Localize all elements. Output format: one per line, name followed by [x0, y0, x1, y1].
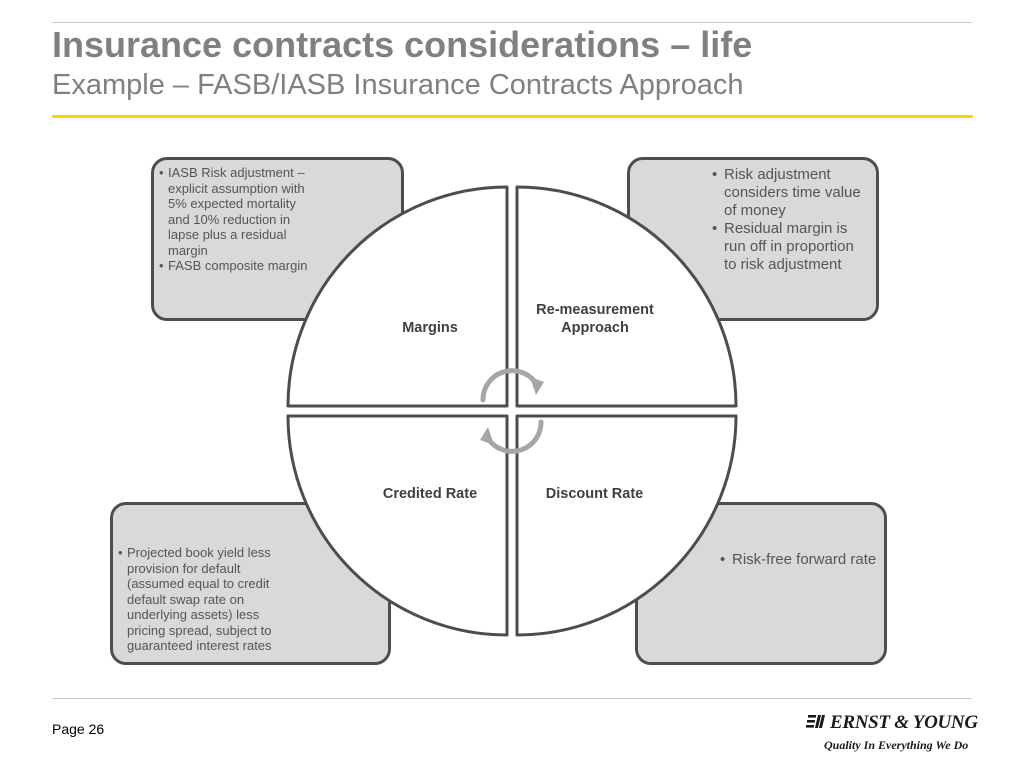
- label-credited-rate: Credited Rate: [382, 486, 478, 502]
- page-subtitle: Example – FASB/IASB Insurance Contracts …: [52, 69, 744, 101]
- logo-wordmark: ERNST & YOUNG: [830, 712, 978, 733]
- page-number: Page 26: [52, 721, 105, 737]
- bullet-risk-free-forward-rate: Risk-free forward rate: [720, 551, 880, 569]
- footer-rule: [52, 698, 972, 699]
- list-bottom-right: Risk-free forward rate: [720, 551, 880, 569]
- label-discount-rate: Discount Rate: [545, 486, 644, 502]
- bullet-projected-book-yield: Projected book yield less provision for …: [118, 545, 298, 654]
- list-bottom-left: Projected book yield less provision for …: [118, 545, 298, 654]
- top-rule: [52, 22, 972, 23]
- bullet-risk-adjustment-time-value: Risk adjustment considers time value of …: [712, 166, 870, 220]
- title-underline: [52, 115, 973, 118]
- list-top-left: IASB Risk adjustment – explicit assumpti…: [159, 165, 319, 274]
- list-top-right: Risk adjustment considers time value of …: [712, 166, 870, 274]
- label-remeasurement-approach: Re-measurement Approach: [536, 302, 654, 336]
- ey-logo-icon: [806, 715, 825, 728]
- bullet-residual-margin-run-off: Residual margin is run off in proportion…: [712, 220, 870, 274]
- logo-tagline: Quality In Everything We Do: [824, 738, 969, 752]
- bullet-fasb-composite-margin: FASB composite margin: [159, 258, 319, 274]
- cycle-arrows-icon: [480, 368, 544, 454]
- page-title: Insurance contracts considerations – lif…: [52, 24, 753, 65]
- bullet-iasb-risk-adjustment: IASB Risk adjustment – explicit assumpti…: [159, 165, 319, 258]
- box-bottom-right: [635, 502, 887, 665]
- label-margins: Margins: [402, 320, 458, 336]
